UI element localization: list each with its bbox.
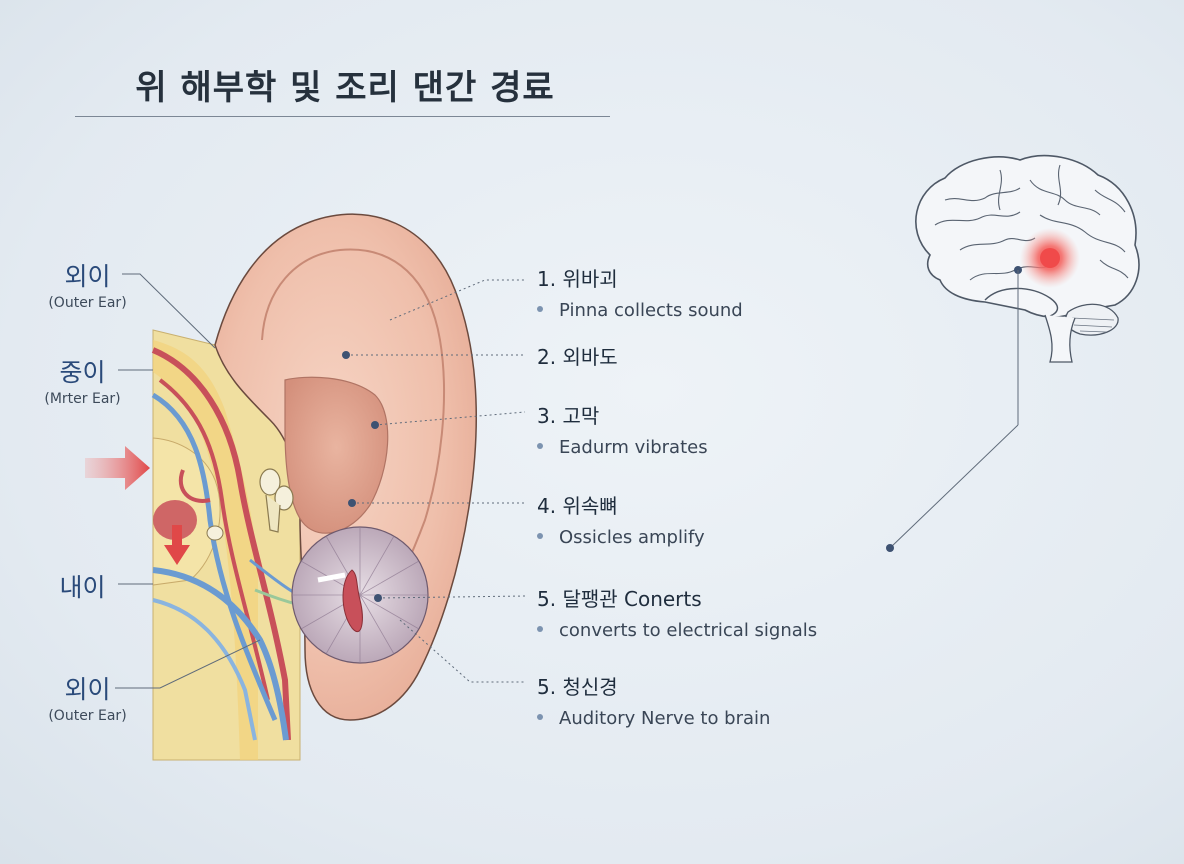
brain-leader-dot bbox=[886, 544, 894, 552]
step-4-desc: Ossicles amplify bbox=[537, 527, 705, 548]
blood-vessel bbox=[158, 378, 270, 701]
step-2-head: 2. 외바도 bbox=[537, 345, 618, 369]
step-5-desc: converts to electrical signals bbox=[537, 620, 817, 641]
middle-ear-en: (Mrter Ear) bbox=[44, 391, 121, 407]
label-outer-ear-top: 외이 (Outer Ear) bbox=[40, 257, 135, 311]
eardrum-shape bbox=[179, 469, 211, 503]
label-inner-ear: 내이 bbox=[35, 568, 130, 604]
page-title: 위 해부학 및 조리 댄간 경료 bbox=[135, 68, 555, 108]
step-6-desc-text: Auditory Nerve to brain bbox=[559, 708, 771, 729]
tympanic-cavity bbox=[153, 500, 197, 540]
step-3-head: 3. 고막 bbox=[537, 404, 600, 428]
step-5: 5. 달팽관 Conerts converts to electrical si… bbox=[537, 583, 817, 641]
bullet-icon bbox=[537, 626, 543, 632]
step-3-desc-text: Eadurm vibrates bbox=[559, 437, 708, 458]
step-5-head: 5. 달팽관 Conerts bbox=[537, 587, 702, 611]
blood-vessel bbox=[151, 347, 291, 741]
step-4: 4. 위속뼈 Ossicles amplify bbox=[537, 490, 705, 548]
step-1-head: 1. 위바괴 bbox=[537, 267, 618, 291]
step-4-head: 4. 위속뼈 bbox=[537, 494, 618, 518]
down-arrow-icon bbox=[164, 525, 190, 565]
pinna-helix-fold bbox=[261, 248, 446, 611]
bullet-icon bbox=[537, 306, 543, 312]
leader-dots bbox=[342, 351, 382, 602]
brain-illustration bbox=[915, 154, 1140, 363]
inner-ear-ko: 내이 bbox=[59, 573, 106, 602]
step-6: 5. 청신경 Auditory Nerve to brain bbox=[537, 671, 770, 729]
brain-leader-line bbox=[889, 424, 1019, 549]
nerve-fiber bbox=[151, 392, 278, 721]
step-4-desc-text: Ossicles amplify bbox=[559, 527, 705, 548]
title-underline bbox=[75, 116, 610, 117]
bullet-icon bbox=[537, 443, 543, 449]
step-1-desc: Pinna collects sound bbox=[537, 300, 743, 321]
step-leader-lines bbox=[346, 279, 526, 683]
middle-ear-ko: 중이 bbox=[59, 358, 106, 387]
step-3: 3. 고막 Eadurm vibrates bbox=[537, 400, 708, 458]
label-outer-ear-bottom: 외이 (Outer Ear) bbox=[40, 670, 135, 724]
bullet-icon bbox=[537, 714, 543, 720]
label-middle-ear: 중이 (Mrter Ear) bbox=[35, 353, 130, 407]
step-1-desc-text: Pinna collects sound bbox=[559, 300, 743, 321]
nerve-fiber bbox=[152, 598, 257, 741]
outer-ear-en: (Outer Ear) bbox=[48, 295, 127, 311]
left-leader-lines bbox=[115, 273, 261, 689]
outer-ear-bottom-ko: 외이 bbox=[64, 675, 111, 704]
ossicles bbox=[206, 468, 294, 541]
step-5-desc-text: converts to electrical signals bbox=[559, 620, 818, 641]
sound-arrow-icon bbox=[85, 446, 150, 490]
step-1: 1. 위바괴 Pinna collects sound bbox=[537, 263, 743, 321]
cochlea bbox=[291, 526, 429, 664]
bullet-icon bbox=[537, 533, 543, 539]
outer-ear-bottom-en: (Outer Ear) bbox=[48, 708, 127, 724]
outer-ear-ko: 외이 bbox=[64, 262, 111, 291]
step-6-desc: Auditory Nerve to brain bbox=[537, 708, 770, 729]
step-3-desc: Eadurm vibrates bbox=[537, 437, 708, 458]
step-6-head: 5. 청신경 bbox=[537, 675, 618, 699]
step-2: 2. 외바도 bbox=[537, 341, 618, 370]
